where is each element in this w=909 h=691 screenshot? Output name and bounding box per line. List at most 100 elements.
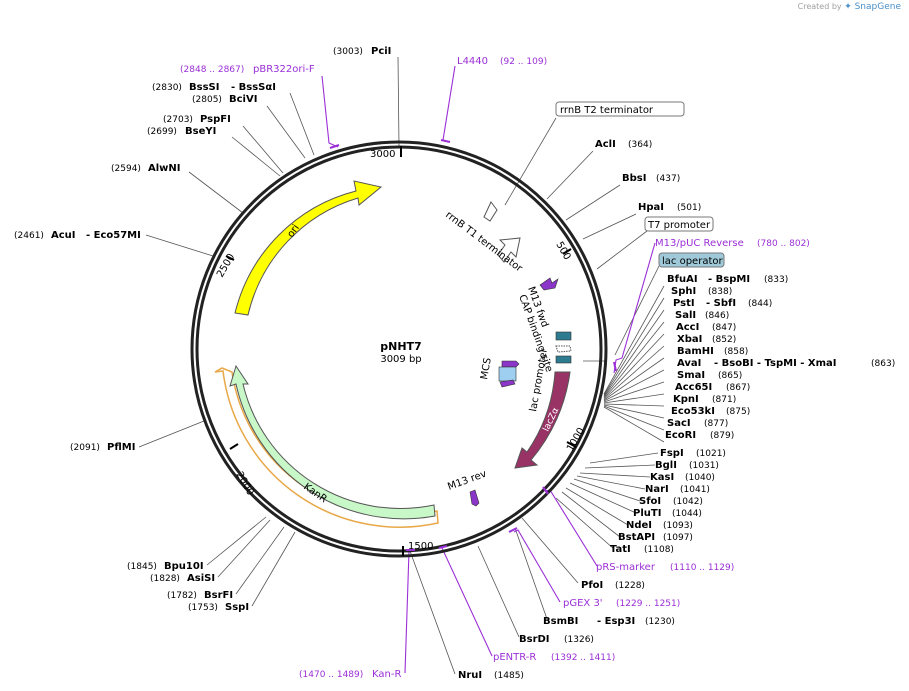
site-name: NruI — [458, 670, 482, 681]
kanr-feature — [229, 364, 436, 520]
site-name: BamHI — [677, 346, 714, 357]
site-pos: (364) — [628, 140, 652, 150]
tick-marks — [225, 146, 577, 556]
site-name: AclI — [595, 139, 616, 150]
site-name: BciVI — [229, 94, 257, 105]
site-pos: (1845) — [127, 562, 157, 572]
primer-pbr322-name: pBR322ori-F — [253, 64, 315, 75]
left-sites: (3003) PciI (2830) BssSI - BssSαI (2805)… — [14, 46, 391, 613]
plasmid-name: pNHT7 — [380, 340, 421, 353]
site-pos: (2830) — [152, 83, 182, 93]
site-pos: (1042) — [673, 497, 703, 507]
site-extra: - BspMI — [708, 274, 750, 285]
site-name: PciI — [371, 46, 391, 57]
rrnb-t2-box — [555, 101, 685, 117]
primer-l4440-name: L4440 — [457, 56, 488, 67]
primer-m13puc-pos: (780 .. 802) — [757, 239, 810, 249]
site-name: BsrDI — [519, 634, 550, 645]
site-pos: (847) — [712, 323, 736, 333]
site-pos: (1753) — [188, 603, 218, 613]
primer-pentr-pos: (1392 .. 1411) — [551, 653, 615, 663]
site-pos: (871) — [712, 395, 736, 405]
site-pos: (1230) — [645, 617, 675, 627]
site-name: AlwNI — [148, 163, 181, 174]
site-pos: (877) — [704, 419, 728, 429]
site-name: AcuI — [51, 230, 76, 241]
site-extra: - Esp3I — [597, 616, 635, 627]
mcs-arrow-bottom — [499, 379, 516, 388]
site-name: BfuAI — [667, 274, 698, 285]
primer-pbr322-pos: (2848 .. 2867) — [180, 65, 244, 75]
site-pos: (2594) — [111, 164, 141, 174]
t7-promoter-label: T7 promoter — [647, 220, 711, 231]
kanr-orange-outline — [214, 367, 439, 528]
site-name: AvaI — [677, 358, 701, 369]
site-name: BseYI — [185, 126, 216, 137]
primer-m13puc-name: M13/pUC Reverse — [655, 238, 744, 249]
site-pos: (2091) — [70, 443, 100, 453]
site-pos: (1093) — [663, 521, 693, 531]
tick-3000: 3000 — [370, 149, 395, 160]
site-name: SmaI — [677, 370, 705, 381]
right-sites: AclI (364) BbsI (437) HpaI (501) BfuAI -… — [458, 139, 895, 681]
site-pos: (2461) — [14, 231, 44, 241]
site-name: SphI — [671, 286, 696, 297]
site-name: XbaI — [677, 334, 702, 345]
site-pos: (844) — [748, 299, 772, 309]
site-name: SfoI — [639, 496, 661, 507]
site-name: BglI — [655, 460, 677, 471]
primer-pgex-name: pGEX 3' — [563, 598, 603, 609]
site-name: PstI — [673, 298, 695, 309]
site-name: PflMI — [107, 442, 135, 453]
site-pos: (2703) — [163, 115, 193, 125]
site-pos: (879) — [710, 431, 734, 441]
lac-promoter-label: lac promoter — [528, 347, 550, 413]
site-name: SspI — [225, 602, 249, 613]
site-pos: (1326) — [564, 635, 594, 645]
m13-rev-marker — [469, 489, 480, 507]
site-name: TatI — [610, 544, 631, 555]
primer-markers — [329, 139, 617, 551]
site-name: SalI — [675, 310, 696, 321]
site-name: NdeI — [626, 520, 652, 531]
site-pos: (838) — [708, 287, 732, 297]
rrnb-t1-arrow — [497, 237, 521, 263]
site-name: BbsI — [622, 173, 646, 184]
ori-feature — [234, 180, 383, 316]
site-pos: (865) — [718, 371, 742, 381]
site-pos: (3003) — [333, 47, 363, 57]
site-name: PspFI — [200, 114, 231, 125]
credit-brand: SnapGene — [854, 2, 901, 12]
lac-promoter-marker — [555, 345, 572, 353]
mcs-arrow-top — [501, 360, 520, 368]
site-name: KasI — [650, 472, 674, 483]
site-name: BsrFI — [204, 590, 233, 601]
site-pos: (2805) — [192, 95, 222, 105]
site-extra: - BsoBI - TspMI - XmaI — [714, 358, 837, 369]
site-name: PluTI — [633, 508, 661, 519]
backbone-inner — [195, 145, 603, 553]
mcs-marker — [498, 366, 517, 382]
site-pos: (437) — [656, 174, 680, 184]
lac-operator-box — [658, 252, 725, 268]
site-name: BstAPI — [618, 532, 655, 543]
site-pos: (501) — [677, 203, 701, 213]
site-pos: (858) — [724, 347, 748, 357]
site-name: FspI — [660, 448, 684, 459]
site-pos: (852) — [712, 335, 736, 345]
mcs-label: MCS — [479, 357, 494, 381]
lac-operator-marker — [555, 355, 572, 364]
site-name: BssSI — [189, 82, 219, 93]
site-pos: (1031) — [689, 461, 719, 471]
site-pos: (1828) — [150, 574, 180, 584]
site-name: SacI — [667, 418, 691, 429]
site-name: Eco53kI — [671, 406, 715, 417]
cap-binding-site-marker — [555, 331, 572, 341]
site-pos: (1021) — [696, 449, 726, 459]
site-pos: (867) — [726, 383, 750, 393]
primer-prs-name: pRS-marker — [596, 562, 656, 573]
primer-kanr-pos: (1470 .. 1489) — [299, 670, 363, 680]
site-name: KpnI — [673, 394, 699, 405]
site-name: HpaI — [638, 202, 664, 213]
